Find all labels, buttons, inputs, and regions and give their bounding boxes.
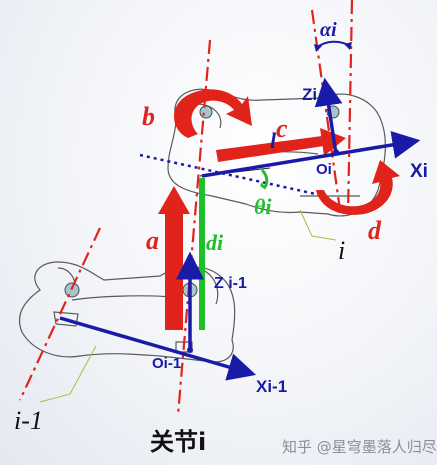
joint-axis-i-plus-1-parallel xyxy=(310,9,342,211)
figure-title: 关节i xyxy=(150,428,207,456)
label-theta-i: θi xyxy=(254,194,272,219)
label-link-i-minus-1: i-1 xyxy=(14,406,43,435)
red-rotation-arrow-d xyxy=(316,160,400,215)
x-axis-i xyxy=(201,131,421,178)
common-normal-dotted xyxy=(139,153,321,197)
label-b: b xyxy=(142,102,155,131)
label-z-i: Zi xyxy=(302,85,318,104)
label-l: l xyxy=(270,128,277,153)
red-rotation-arrow-b xyxy=(174,89,252,138)
label-d-i: di xyxy=(206,230,224,255)
theta-arc xyxy=(260,168,269,190)
label-d: d xyxy=(368,216,381,245)
origin-o-i-minus-1 xyxy=(187,347,193,353)
leader-lines xyxy=(39,209,337,403)
theta-arc-head xyxy=(260,182,266,190)
joint-axis-i-plus-1 xyxy=(346,0,354,216)
label-o-i: Oi xyxy=(316,161,332,178)
leader-link-i xyxy=(299,209,337,241)
x-axis-i-minus-1 xyxy=(59,316,257,381)
joint-axis-i xyxy=(176,39,212,416)
leader-link-i-minus-1 xyxy=(39,345,97,403)
watermark: 知乎 @星穹墨落人归尽 xyxy=(282,438,437,456)
label-z-i-minus-1: Z i-1 xyxy=(214,275,247,292)
label-link-i: i xyxy=(338,236,346,265)
red-arrow-a xyxy=(158,186,190,330)
label-alpha-i: αi xyxy=(320,19,337,41)
joint-axis-lines xyxy=(19,0,354,416)
frame-i-axes xyxy=(201,77,421,178)
z-axis-i xyxy=(314,77,343,155)
origin-o-i xyxy=(333,149,339,155)
label-o-i-minus-1: Oi-1 xyxy=(152,355,182,372)
alpha-arc-head-right xyxy=(344,42,352,50)
alpha-arc-head-left xyxy=(314,44,322,52)
frame-i-minus-1-axes xyxy=(59,251,257,381)
joint-i-minus-1-pin xyxy=(64,282,80,298)
label-x-i-minus-1: Xi-1 xyxy=(256,377,288,396)
joint-i-pin-upper xyxy=(199,105,213,119)
label-x-i: Xi xyxy=(410,161,428,182)
label-a: a xyxy=(146,226,159,255)
label-c: c xyxy=(276,114,288,143)
joint-axis-i-minus-1 xyxy=(19,227,101,401)
